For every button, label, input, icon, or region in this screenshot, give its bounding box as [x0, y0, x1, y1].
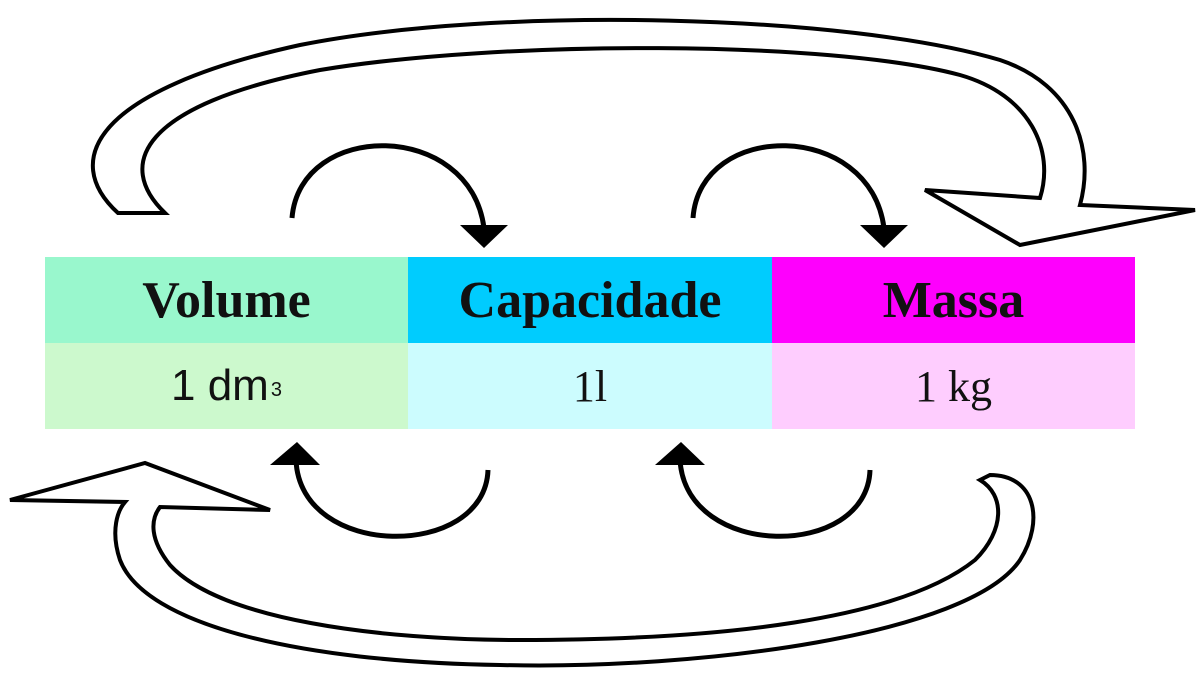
- volume-value-exponent: 3: [270, 378, 282, 401]
- massa-value: 1 kg: [772, 343, 1135, 429]
- capacidade-value: 1l: [408, 343, 772, 429]
- capacidade-header: Capacidade: [408, 257, 772, 343]
- massa-header: Massa: [772, 257, 1135, 343]
- arrow-volume-to-capacidade: [289, 143, 487, 229]
- arrowhead-capacidade-to-volume: [270, 442, 320, 465]
- arrowhead-volume-to-capacidade: [460, 225, 508, 248]
- arrowhead-massa-to-capacidade: [655, 442, 705, 465]
- block-arrow-massa-to-volume: [9, 460, 1036, 668]
- block-arrow-volume-to-massa: [90, 17, 1196, 248]
- arrow-capacidade-to-massa: [690, 143, 887, 229]
- volume-header: Volume: [45, 257, 408, 343]
- arrow-massa-to-capacidade: [677, 459, 873, 539]
- volume-value-text: 1 dm: [171, 361, 269, 410]
- arrow-capacidade-to-volume: [293, 459, 491, 539]
- arrowhead-capacidade-to-massa: [860, 225, 908, 248]
